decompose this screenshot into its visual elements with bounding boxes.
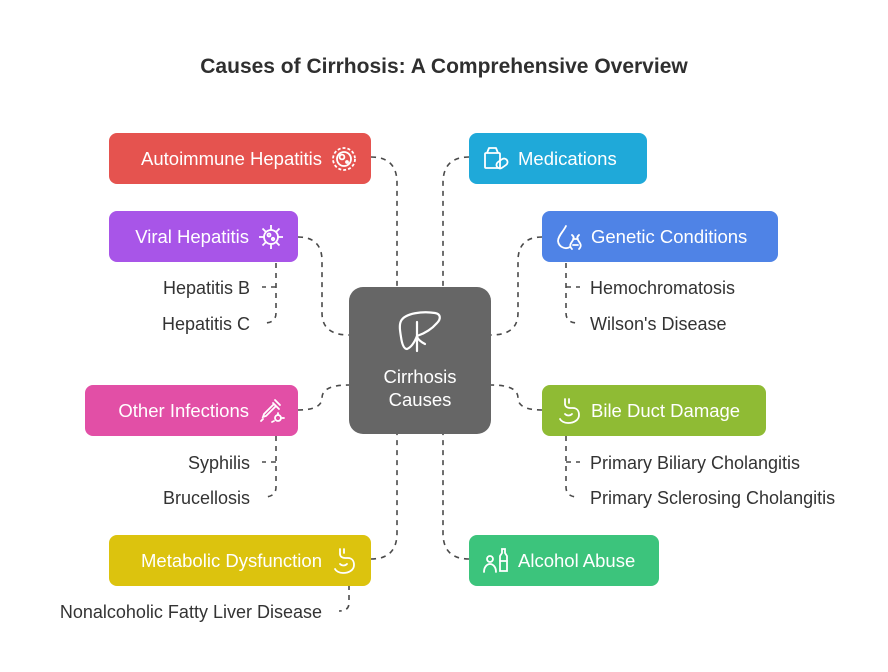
connector-viral-subs [263,263,277,324]
bile-duct-damage-label: Bile Duct Damage [591,399,741,421]
sub-item-hepatitis-b: Hepatitis B [162,278,250,298]
sub-item-hemochromatosis: Hemochromatosis [590,278,736,298]
connector-alcohol [442,434,470,560]
cause-alcohol-abuse: Alcohol Abuse [469,535,659,586]
diagram-title: Causes of Cirrhosis: A Comprehensive Ove… [200,55,688,78]
dropper-bacteria-icon [257,397,285,425]
other-infections-label: Other Infections [118,399,249,421]
cause-bile-duct-damage: Bile Duct Damage [542,385,766,436]
pill-box-icon [482,145,510,173]
medications-label: Medications [518,147,617,169]
sub-item-nafld: Nonalcoholic Fatty Liver Disease [59,602,322,622]
connector-infections [297,384,350,411]
connector-genetic [490,236,543,336]
sub-item-syphilis: Syphilis [187,453,250,473]
stomach-icon [330,547,358,575]
cause-other-infections: Other Infections [85,385,298,436]
connector-viral [297,236,350,336]
cell-icon [330,145,358,173]
sub-item-primary-sclerosing-cholangitis: Primary Sclerosing Cholangitis [590,488,836,508]
connector-bile [490,384,543,411]
central-node: Cirrhosis Causes [349,287,491,434]
connector-metabolic-subs [338,585,350,612]
center-label-line1: Cirrhosis [383,366,457,387]
person-bottle-icon [482,547,510,575]
cause-metabolic-dysfunction: Metabolic Dysfunction [109,535,371,586]
viral-hepatitis-label: Viral Hepatitis [135,225,249,247]
genetic-conditions-label: Genetic Conditions [591,225,748,247]
connector-bile-subs [565,436,579,498]
cause-viral-hepatitis: Viral Hepatitis [109,211,298,262]
autoimmune-hepatitis-label: Autoimmune Hepatitis [141,147,322,169]
liver-icon [398,311,441,353]
stomach-icon [555,397,583,425]
connector-medications [442,156,470,287]
virus-icon [257,223,285,251]
cause-medications: Medications [469,133,647,184]
sub-item-wilsons-disease: Wilson's Disease [590,314,727,334]
metabolic-dysfunction-label: Metabolic Dysfunction [141,549,322,571]
sub-item-primary-biliary-cholangitis: Primary Biliary Cholangitis [590,453,801,473]
cause-autoimmune-hepatitis: Autoimmune Hepatitis [109,133,371,184]
connector-genetic-subs [565,263,579,324]
cause-genetic-conditions: Genetic Conditions [542,211,778,262]
alcohol-abuse-label: Alcohol Abuse [518,549,636,571]
sub-item-hepatitis-c: Hepatitis C [161,314,250,334]
connector-autoimmune [370,156,398,287]
center-label-line2: Causes [388,389,452,410]
sub-item-brucellosis: Brucellosis [162,488,250,508]
drop-dna-icon [555,223,583,251]
connector-infections-subs [263,436,277,498]
connector-metabolic [370,434,398,560]
